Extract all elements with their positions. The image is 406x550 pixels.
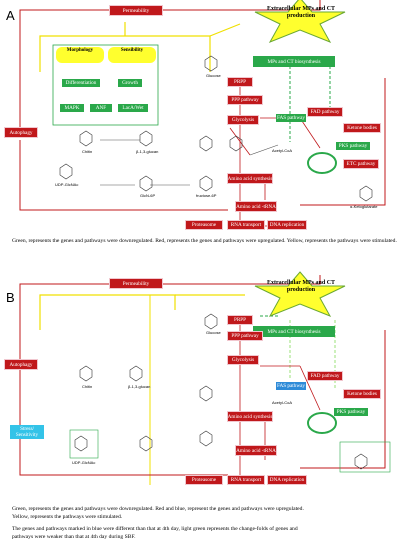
panel-b-caption-4: pathways were weaker than that at 4th da… xyxy=(12,534,136,540)
permeability-box-b: Permeability xyxy=(110,279,162,288)
morphology-star: Morphology xyxy=(56,47,104,63)
prpp-box: PRPP xyxy=(228,78,252,86)
mol-fru: fructose-6P xyxy=(196,193,217,198)
glycolysis-box-b: Glycolysis xyxy=(228,356,258,364)
panel-a-letter: A xyxy=(6,8,15,23)
differentiation-box: Differentiation xyxy=(62,79,100,87)
panel-a: A Permeability Extracellular MPs and CT … xyxy=(0,0,406,260)
permeability-box: Permeability xyxy=(110,6,162,15)
anf-box: ANF xyxy=(90,104,112,112)
mol-udp: UDP-GlcNAc xyxy=(55,182,79,187)
panel-b: B Permeability Extracellular MPs and CT … xyxy=(0,270,406,550)
mol-acoa-b: Acetyl-CoA xyxy=(272,400,293,405)
biosynthesis-box-b: MPs and CT biosynthesis xyxy=(253,326,335,337)
autophagy-box-b: Autophagy xyxy=(5,360,37,369)
panel-a-caption: Green, represents the genes and pathways… xyxy=(12,238,397,244)
mol-akg: α-Ketoglutarate xyxy=(350,204,378,209)
fad-box: FAD pathway xyxy=(308,108,342,116)
pks-box-b: PKS pathway xyxy=(334,408,368,416)
mapk-box: MAPK xyxy=(60,104,84,112)
growth-box: Growth xyxy=(118,79,142,87)
mol-udp-b: UDP-GlcNAc xyxy=(72,460,96,465)
amino-trna-box: Amino acid -tRNA xyxy=(236,202,276,211)
mol-acoa: Acetyl-CoA xyxy=(272,148,293,153)
panel-b-arrows xyxy=(19,271,391,485)
mol-b13-b: β-1,3-glucan xyxy=(128,384,151,389)
ppp-box: PPP pathway xyxy=(228,96,262,104)
pks-box: PKS pathway xyxy=(336,142,370,150)
tca-label-b: TCA xyxy=(316,419,328,426)
panel-a-arrows xyxy=(19,0,386,227)
ppp-box-b: PPP pathway xyxy=(228,332,262,340)
mol-glucose-b: Glucose xyxy=(206,330,221,335)
mol-glucose: Glucose xyxy=(206,73,221,78)
laca-box: LacA/Wet xyxy=(118,104,148,112)
glycolysis-box: Glycolysis xyxy=(228,116,258,124)
rna-transport-box: RNA transport xyxy=(228,221,264,229)
stress-box-b: Stress/ Sensitivity xyxy=(10,425,44,439)
ketone-box-b: Ketone bodies xyxy=(344,390,380,398)
dna-replication-box: DNA replication xyxy=(268,221,306,229)
mol-glcn6p: GlcN-6P xyxy=(140,193,156,198)
amino-synthesis-box: Amino acid synthesis xyxy=(227,174,273,183)
ketone-box: Ketone bodies xyxy=(344,124,380,132)
rna-transport-box-b: RNA transport xyxy=(228,476,264,484)
amino-synthesis-box-b: Amino acid synthesis xyxy=(227,412,273,421)
dna-replication-box-b: DNA replication xyxy=(268,476,306,484)
autophagy-box: Autophagy xyxy=(5,128,37,137)
etc-box: ETC pathway xyxy=(344,160,378,168)
panel-b-letter: B xyxy=(6,290,15,305)
panel-b-caption-1: Green, represents the genes and pathways… xyxy=(12,506,304,512)
tca-label: TCA xyxy=(316,159,328,166)
mol-chitin: Chitin xyxy=(82,149,93,154)
prpp-box-b: PRPP xyxy=(228,316,252,324)
amino-trna-box-b: Amino acid -tRNA xyxy=(236,446,276,455)
panel-b-caption-2: Yellow, represents the pathways were sti… xyxy=(12,514,123,520)
fad-box-b: FAD pathway xyxy=(308,372,342,380)
sensibility-star: Sensibility xyxy=(108,47,156,63)
fas-box-b: FAS pathway xyxy=(276,382,306,390)
fas-box: FAS pathway xyxy=(276,114,306,122)
proteasome-box-b: Proteasome xyxy=(186,476,222,484)
mol-chitin-b: Chitin xyxy=(82,384,93,389)
star-label: Extracellular MPs and CT production xyxy=(266,6,336,19)
biosynthesis-box: MPs and CT biosynthesis xyxy=(253,56,335,67)
panel-b-caption-3: The genes and pathways marked in blue we… xyxy=(12,526,298,532)
proteasome-box: Proteasome xyxy=(186,221,222,229)
star-label-b: Extracellular MPs and CT production xyxy=(266,280,336,293)
mol-b13: β-1,3-glucan xyxy=(136,149,159,154)
